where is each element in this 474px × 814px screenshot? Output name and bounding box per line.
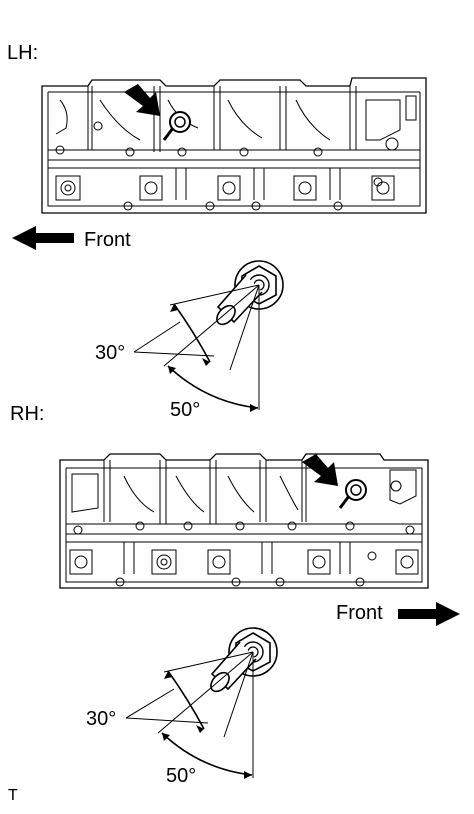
rh-angle-30-label: 30° [86, 708, 117, 730]
rh-pointer-arrow-icon [302, 454, 338, 486]
lh-engine-block [41, 77, 427, 214]
lh-front-label: Front [84, 229, 131, 251]
lh-angle-30-label: 30° [95, 342, 126, 364]
front-arrow-right-icon [398, 602, 460, 626]
lh-angle-detail [133, 260, 284, 412]
rh-front-label: Front [336, 602, 383, 624]
rh-oil-jet-icon [338, 479, 367, 509]
rh-angle-50-label: 50° [166, 765, 197, 787]
lh-angle-50-label: 50° [170, 399, 201, 421]
rh-section-label: RH: [10, 403, 45, 425]
front-arrow-left-icon [12, 226, 74, 250]
lh-pointer-arrow-icon [124, 84, 160, 116]
footer-mark: T [8, 787, 18, 804]
lh-oil-jet-icon [162, 111, 191, 141]
rh-angle-detail [125, 627, 278, 779]
lh-section-label: LH: [7, 42, 39, 64]
rh-engine-block [59, 453, 429, 589]
